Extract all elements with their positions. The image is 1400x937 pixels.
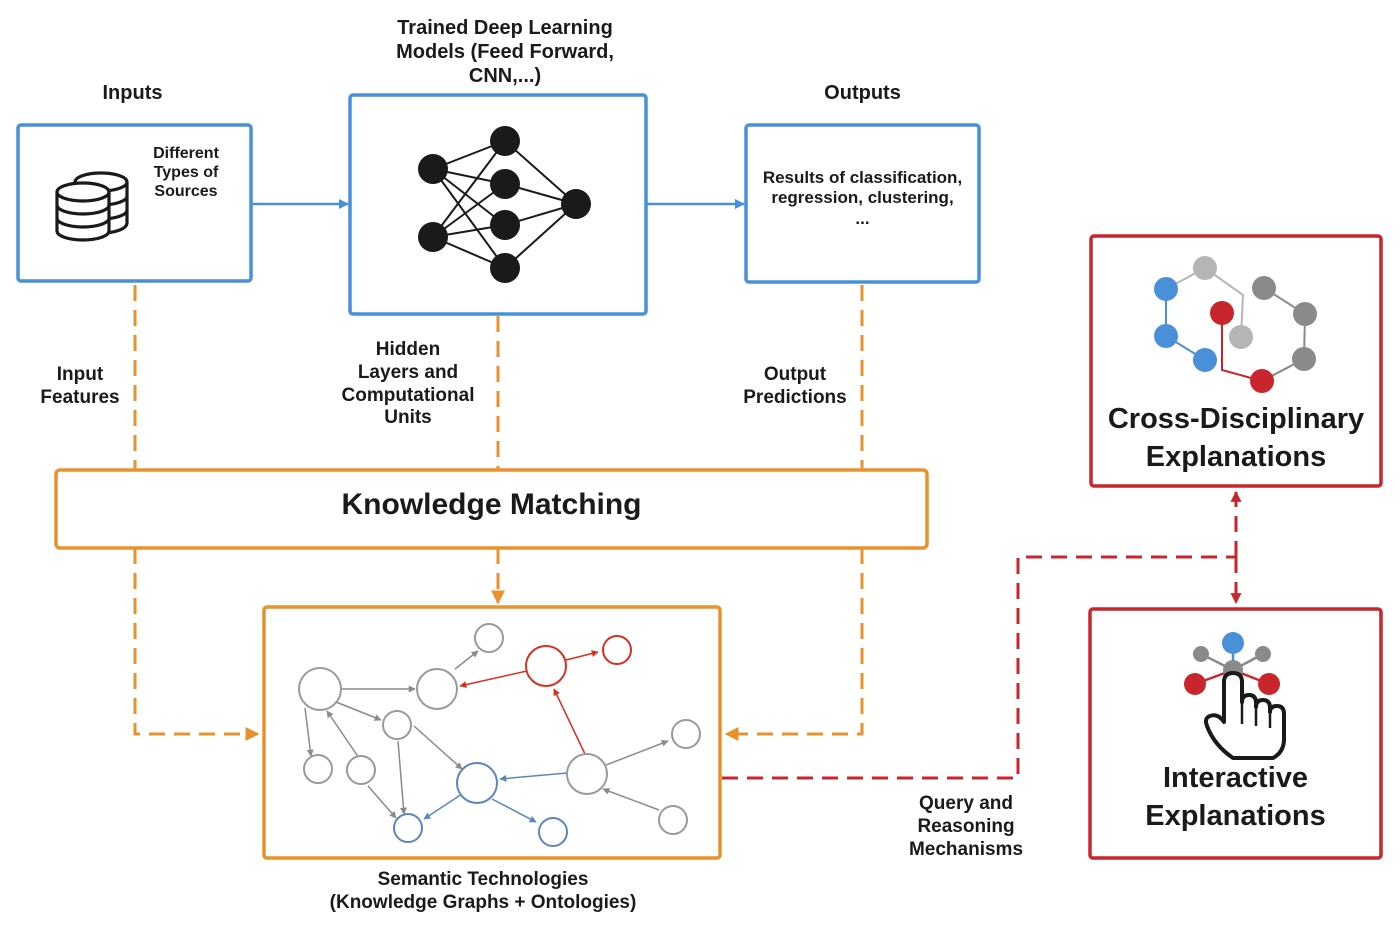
inputs-title: Inputs	[102, 82, 163, 104]
inputs-box	[16, 123, 253, 283]
outputs-title: Outputs	[824, 82, 901, 104]
input-features-label: Input Features	[40, 364, 120, 408]
interactive-label: Interactive Explanations	[1145, 762, 1326, 832]
neural-network-icon	[418, 126, 591, 283]
semantic-caption: Semantic Technologies (Knowledge Graphs …	[329, 869, 637, 913]
knowledge-matching-box	[54, 468, 929, 550]
model-title: Trained Deep Learning Models (Feed Forwa…	[396, 17, 614, 87]
knowledge-matching-label: Knowledge Matching	[341, 488, 642, 521]
query-reasoning-label: Query and Reasoning Mechanisms	[908, 793, 1024, 860]
cross-disciplinary-graph-icon	[1154, 256, 1317, 393]
interactive-hand-pointer-icon	[1184, 632, 1286, 760]
model-box	[348, 93, 648, 316]
matching-to-semantic-left-line	[133, 548, 260, 741]
matching-to-semantic-right-line	[724, 548, 864, 741]
orange-connectors	[133, 285, 864, 741]
semantic-to-explanations-line	[722, 555, 1236, 780]
output-predictions-label: Output Predictions	[743, 364, 847, 408]
red-connectors	[722, 490, 1242, 780]
database-icon	[55, 171, 129, 242]
hidden-layers-label: Hidden Layers and Computational Units	[341, 339, 475, 429]
knowledge-graph-icon	[298, 623, 701, 847]
cross-disciplinary-label: Cross-Disciplinary Explanations	[1107, 403, 1365, 473]
inputs-box-text: Different Types of Sources	[153, 145, 219, 201]
outputs-box-text: Results of classification, regression, c…	[762, 168, 963, 228]
semantic-box	[262, 605, 722, 860]
outputs-box	[744, 123, 981, 284]
